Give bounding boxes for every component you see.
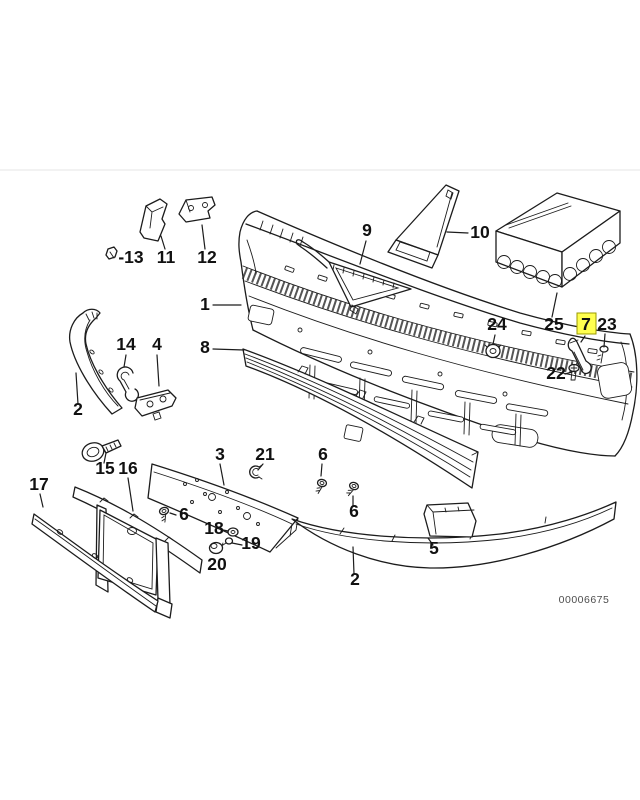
part-20-cap-drawing xyxy=(208,541,224,555)
leader-19 xyxy=(231,542,243,546)
leader-25 xyxy=(551,292,558,318)
part-label-2-right[interactable]: 2 xyxy=(350,569,360,589)
part-17-strip-drawing xyxy=(31,513,159,613)
leader-5 xyxy=(427,537,434,546)
leader-15 xyxy=(103,452,107,464)
leader-11 xyxy=(160,235,166,250)
part-label-18[interactable]: 18 xyxy=(204,518,224,538)
part-15-tow-eye-drawing xyxy=(81,439,122,462)
leader-24 xyxy=(492,334,496,345)
part-6-screw-icon xyxy=(345,480,361,499)
part-8-grille-drawing xyxy=(242,348,479,489)
part-label-13[interactable]: -13 xyxy=(118,247,144,267)
part-2-right-strip-drawing xyxy=(291,501,617,569)
part-label-22[interactable]: 22 xyxy=(546,363,566,383)
leader-23 xyxy=(603,333,606,348)
part-14-hook-drawing xyxy=(116,366,139,402)
part-2-left-strip-drawing xyxy=(68,308,123,415)
part-label-6a[interactable]: 6 xyxy=(318,444,328,464)
leader-2-left xyxy=(75,372,79,405)
leader-3 xyxy=(219,463,225,486)
part-label-24[interactable]: 24 xyxy=(487,314,507,334)
part-7-bracket-drawing xyxy=(567,337,592,375)
leader-9 xyxy=(359,240,367,265)
part-9-bracket-drawing xyxy=(295,239,412,315)
part-label-23[interactable]: 23 xyxy=(597,314,617,334)
leader-10 xyxy=(446,231,469,234)
part-label-15[interactable]: 15 xyxy=(95,458,115,478)
highlight-box-part-7 xyxy=(576,312,597,335)
part-24-grommet-drawing xyxy=(484,343,502,359)
part-label-7[interactable]: 7 xyxy=(581,314,591,334)
part-12-bracket-drawing xyxy=(178,196,216,223)
part-label-20[interactable]: 20 xyxy=(207,554,227,574)
part-label-4[interactable]: 4 xyxy=(152,334,162,354)
part-3-carrier-drawing xyxy=(147,463,299,553)
part-22-clip-drawing xyxy=(568,363,580,381)
leader-6c xyxy=(169,512,177,516)
part-label-8[interactable]: 8 xyxy=(200,337,210,357)
part-6-screw-icon xyxy=(158,505,172,524)
part-label-3[interactable]: 3 xyxy=(215,444,225,464)
part-label-25[interactable]: 25 xyxy=(544,314,564,334)
part-label-10[interactable]: 10 xyxy=(470,222,490,242)
part-18-nut-drawing xyxy=(227,527,239,537)
part-4-bracket-drawing xyxy=(134,389,177,421)
leader-lines xyxy=(39,224,606,575)
leader-2-right xyxy=(352,546,355,575)
part-23-screw-drawing xyxy=(596,345,609,364)
part-label-21[interactable]: 21 xyxy=(255,444,275,464)
part-label-9[interactable]: 9 xyxy=(362,220,372,240)
leader-12 xyxy=(201,224,206,250)
part-label-6c[interactable]: 6 xyxy=(179,504,189,524)
part-1-bumper-drawing xyxy=(238,210,638,457)
part-13-clip-icon xyxy=(105,246,118,260)
part-label-14[interactable]: 14 xyxy=(116,334,136,354)
part-label-11[interactable]: 11 xyxy=(157,247,176,267)
leader-21 xyxy=(257,463,264,471)
leader-14 xyxy=(123,354,127,368)
leader-18 xyxy=(222,529,229,532)
leader-6a xyxy=(320,463,323,477)
watermark-image-number: 00006675 xyxy=(559,594,610,606)
part-label-19[interactable]: 19 xyxy=(241,533,261,553)
leader-17 xyxy=(39,493,44,508)
part-5-pad-drawing xyxy=(423,502,477,538)
part-label-17[interactable]: 17 xyxy=(29,474,48,494)
part-label-1[interactable]: 1 xyxy=(200,294,210,314)
leader-7 xyxy=(580,335,586,343)
part-6-screw-icon xyxy=(315,478,328,496)
part-label-6b[interactable]: 6 xyxy=(349,501,359,521)
leader-4 xyxy=(156,354,160,387)
part-10-duct-drawing xyxy=(387,184,460,269)
leader-16 xyxy=(127,477,134,512)
part-label-12[interactable]: 12 xyxy=(197,247,217,267)
part-label-5[interactable]: 5 xyxy=(429,538,439,558)
part-11-bracket-drawing xyxy=(139,198,168,242)
part-label-16[interactable]: 16 xyxy=(118,458,138,478)
leader-22 xyxy=(564,371,573,375)
part-label-2-left[interactable]: 2 xyxy=(73,399,83,419)
leader-8 xyxy=(212,348,245,351)
part-25-box-drawing xyxy=(495,192,621,288)
